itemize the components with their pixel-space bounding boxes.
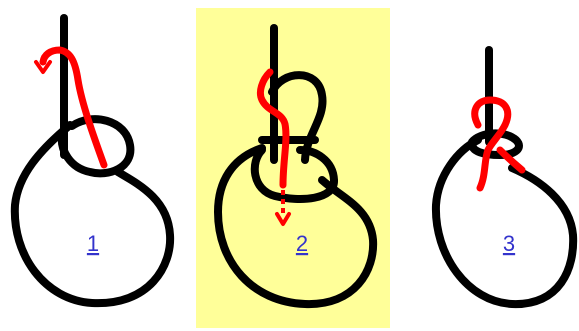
step-1-diagram: 1 <box>15 18 170 303</box>
step-1-link[interactable]: 1 <box>87 231 99 256</box>
step-1-large-loop <box>15 125 170 303</box>
step-3-link[interactable]: 3 <box>503 231 515 256</box>
step-3-diagram: 3 <box>436 50 573 304</box>
step-1-working-end <box>43 50 104 165</box>
step-3-large-loop <box>436 140 573 304</box>
step-2-link[interactable]: 2 <box>296 231 308 256</box>
